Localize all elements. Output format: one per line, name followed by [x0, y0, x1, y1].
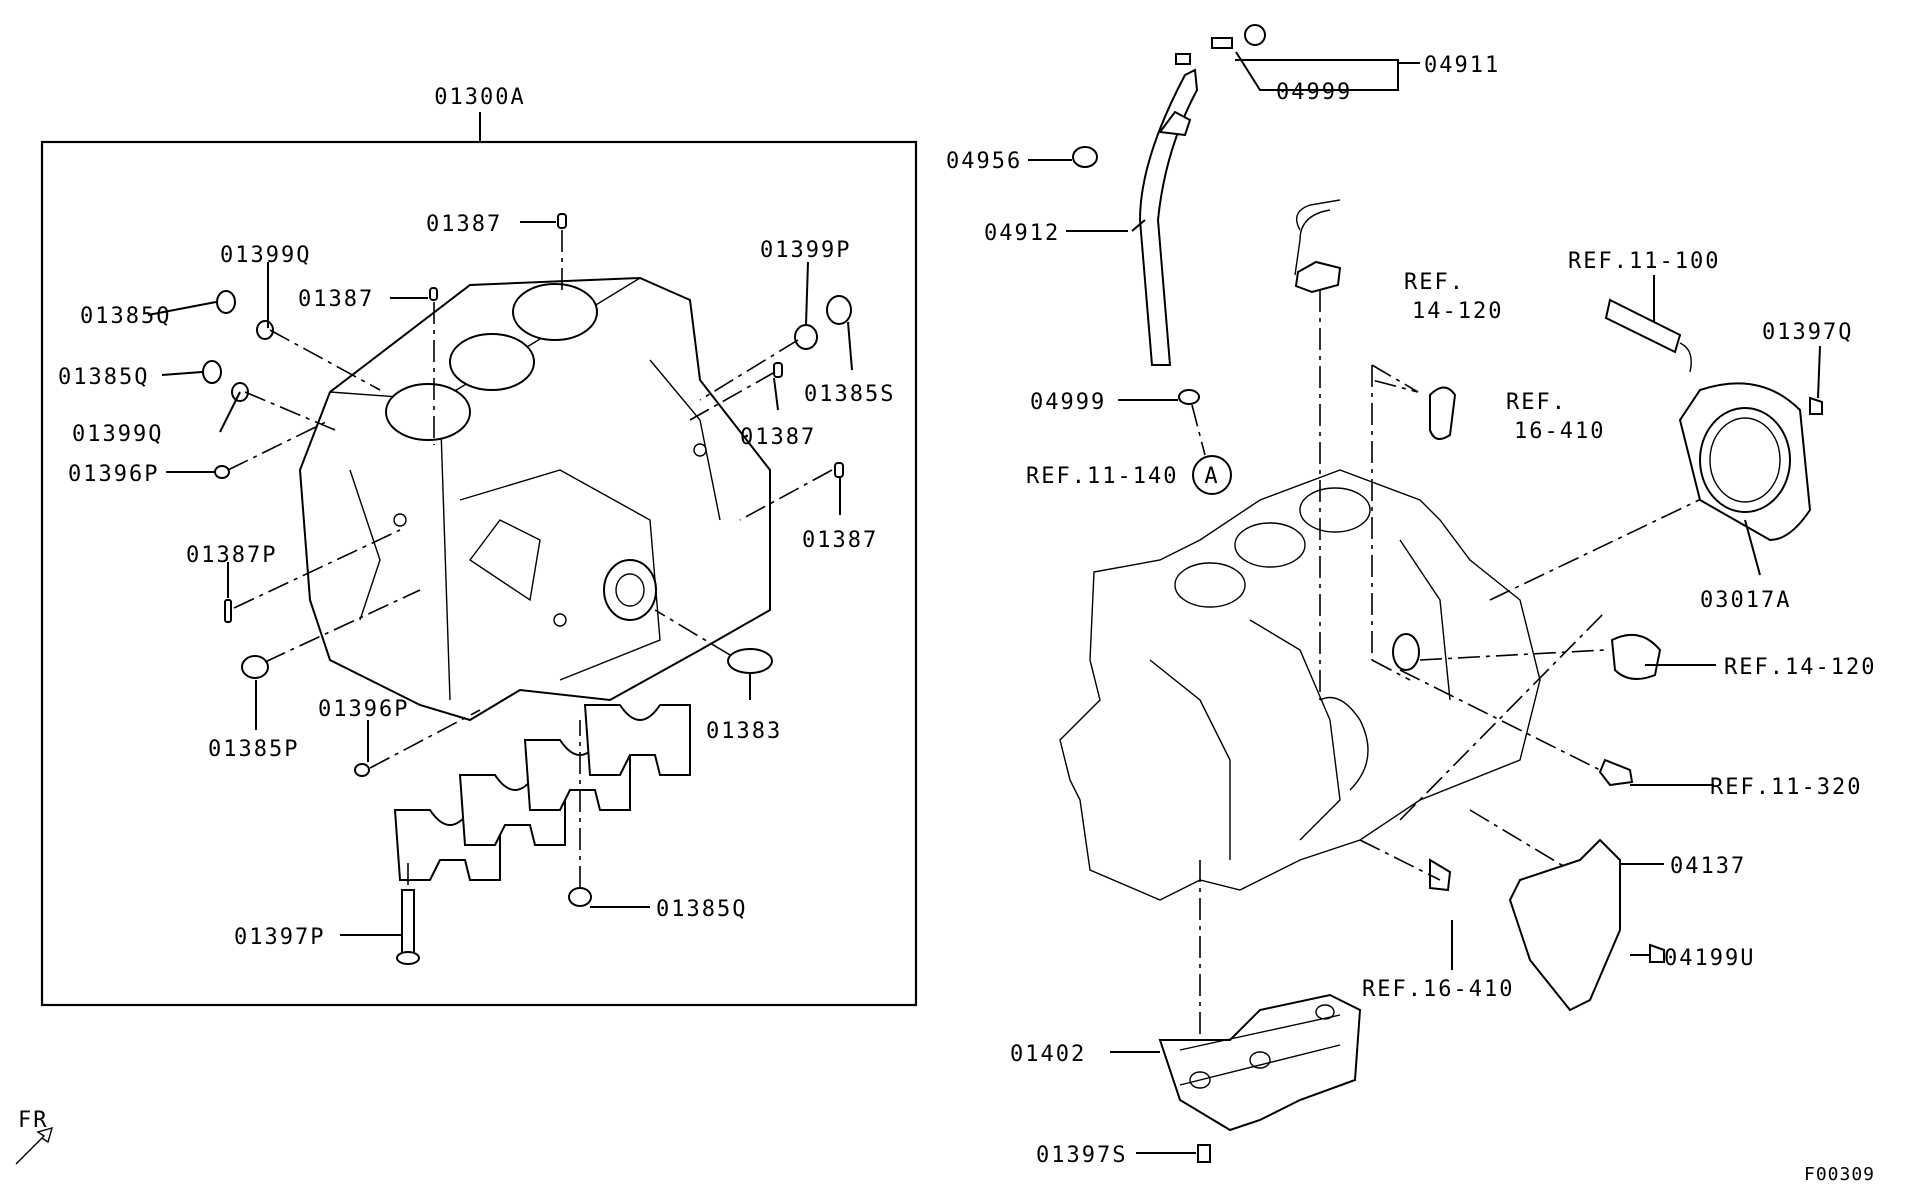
label-01385Q-top: 01385Q: [80, 304, 171, 329]
label-REF-11-100: REF.11-100: [1568, 249, 1720, 274]
label-01300A: 01300A: [434, 85, 525, 110]
dash-leaders-left: [227, 230, 833, 888]
label-01387-top: 01387: [426, 212, 502, 237]
label-01387-left: 01387: [298, 287, 374, 312]
label-01399P: 01399P: [760, 238, 851, 263]
label-01402: 01402: [1010, 1042, 1086, 1067]
label-01383: 01383: [706, 719, 782, 744]
label-04956: 04956: [946, 149, 1022, 174]
engine-block-outline: [1059, 199, 1662, 901]
dipstick-assembly: [1072, 24, 1266, 405]
label-04912: 04912: [984, 221, 1060, 246]
bolt-04199U: [1649, 943, 1665, 963]
label-01387-far-right: 01387: [802, 528, 878, 553]
label-01385P: 01385P: [208, 737, 299, 762]
leader-lines-right: [1110, 275, 1821, 1154]
label-01397P: 01397P: [234, 925, 325, 950]
label-01399Q-left: 01399Q: [72, 422, 163, 447]
label-REF-16-410-top-b: 16-410: [1514, 419, 1605, 444]
leader-lines-right-top: [1028, 51, 1420, 456]
label-REF-11-140: REF.11-140: [1026, 464, 1178, 489]
label-REF-14-120: REF.14-120: [1724, 655, 1876, 680]
label-circle-a: A: [1204, 464, 1219, 489]
label-01399Q-top: 01399Q: [220, 243, 311, 268]
cylinder-block-illustration: [298, 276, 771, 722]
label-04137: 04137: [1670, 854, 1746, 879]
label-01387-right: 01387: [740, 425, 816, 450]
leader-lines-left: [147, 221, 853, 936]
label-REF-14-120-top-a: REF.: [1404, 270, 1465, 295]
label-03017A: 03017A: [1700, 588, 1791, 613]
label-01387P: 01387P: [186, 543, 277, 568]
bracket-04137: [1508, 838, 1621, 1012]
bolt-01397S: [1197, 1144, 1211, 1163]
label-REF-16-410: REF.16-410: [1362, 977, 1514, 1002]
label-01385S: 01385S: [804, 382, 895, 407]
label-01385Q-bottom: 01385Q: [656, 897, 747, 922]
front-arrow-icon: [15, 1126, 54, 1165]
label-REF-11-320: REF.11-320: [1710, 775, 1862, 800]
label-figure-code: F00309: [1804, 1164, 1875, 1185]
label-REF-14-120-top-b: 14-120: [1412, 299, 1503, 324]
label-04999: 04999: [1030, 390, 1106, 415]
baffle-plate-01402: [1158, 993, 1362, 1132]
label-REF-16-410-top-a: REF.: [1506, 390, 1567, 415]
label-01396P-left: 01396P: [68, 462, 159, 487]
label-04999-top: 04999: [1276, 80, 1352, 105]
circle-a-marker: [1192, 455, 1232, 495]
bearing-caps: [393, 704, 691, 881]
label-04911: 04911: [1424, 53, 1500, 78]
label-FR: FR: [18, 1108, 49, 1133]
label-01396P-bottom: 01396P: [318, 697, 409, 722]
seal-case-group: [1604, 298, 1823, 542]
label-01397Q: 01397Q: [1762, 320, 1853, 345]
label-01397S: 01397S: [1036, 1143, 1127, 1168]
label-04199U: 04199U: [1664, 946, 1755, 971]
label-01385Q-mid: 01385Q: [58, 365, 149, 390]
